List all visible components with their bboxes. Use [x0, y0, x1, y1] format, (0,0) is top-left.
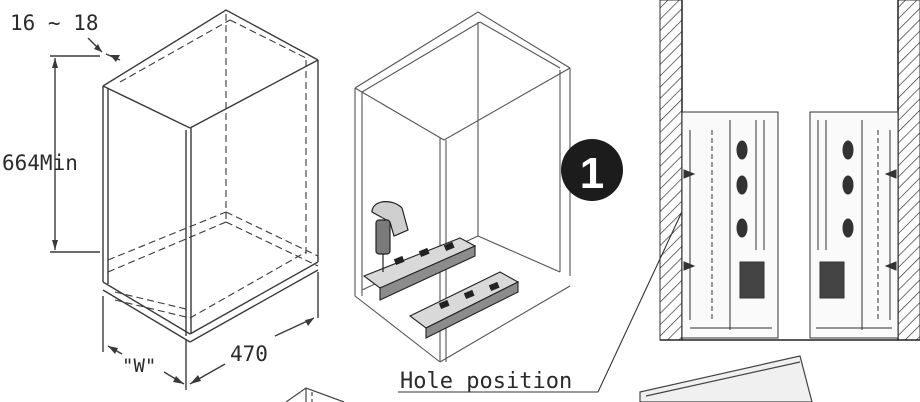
mounting-template-left	[681, 111, 779, 339]
side-gap-label: 16 ~ 18	[10, 11, 99, 35]
cabinet-dimension-drawing	[50, 9, 319, 390]
hole-position-label: Hole position	[400, 369, 572, 394]
height-min-label: 664Min	[2, 151, 78, 175]
next-step-partial-drawing	[285, 355, 813, 402]
drill-icon	[371, 201, 409, 272]
mounting-template-right	[809, 111, 899, 339]
template-detail-panel	[659, 0, 920, 341]
step-badge-circle	[561, 139, 623, 201]
drawer-rails	[362, 237, 520, 339]
step-badge: 1	[561, 139, 623, 201]
step-number: 1	[580, 149, 604, 198]
width-label: "W"	[122, 355, 156, 377]
depth-label: 470	[230, 342, 268, 366]
